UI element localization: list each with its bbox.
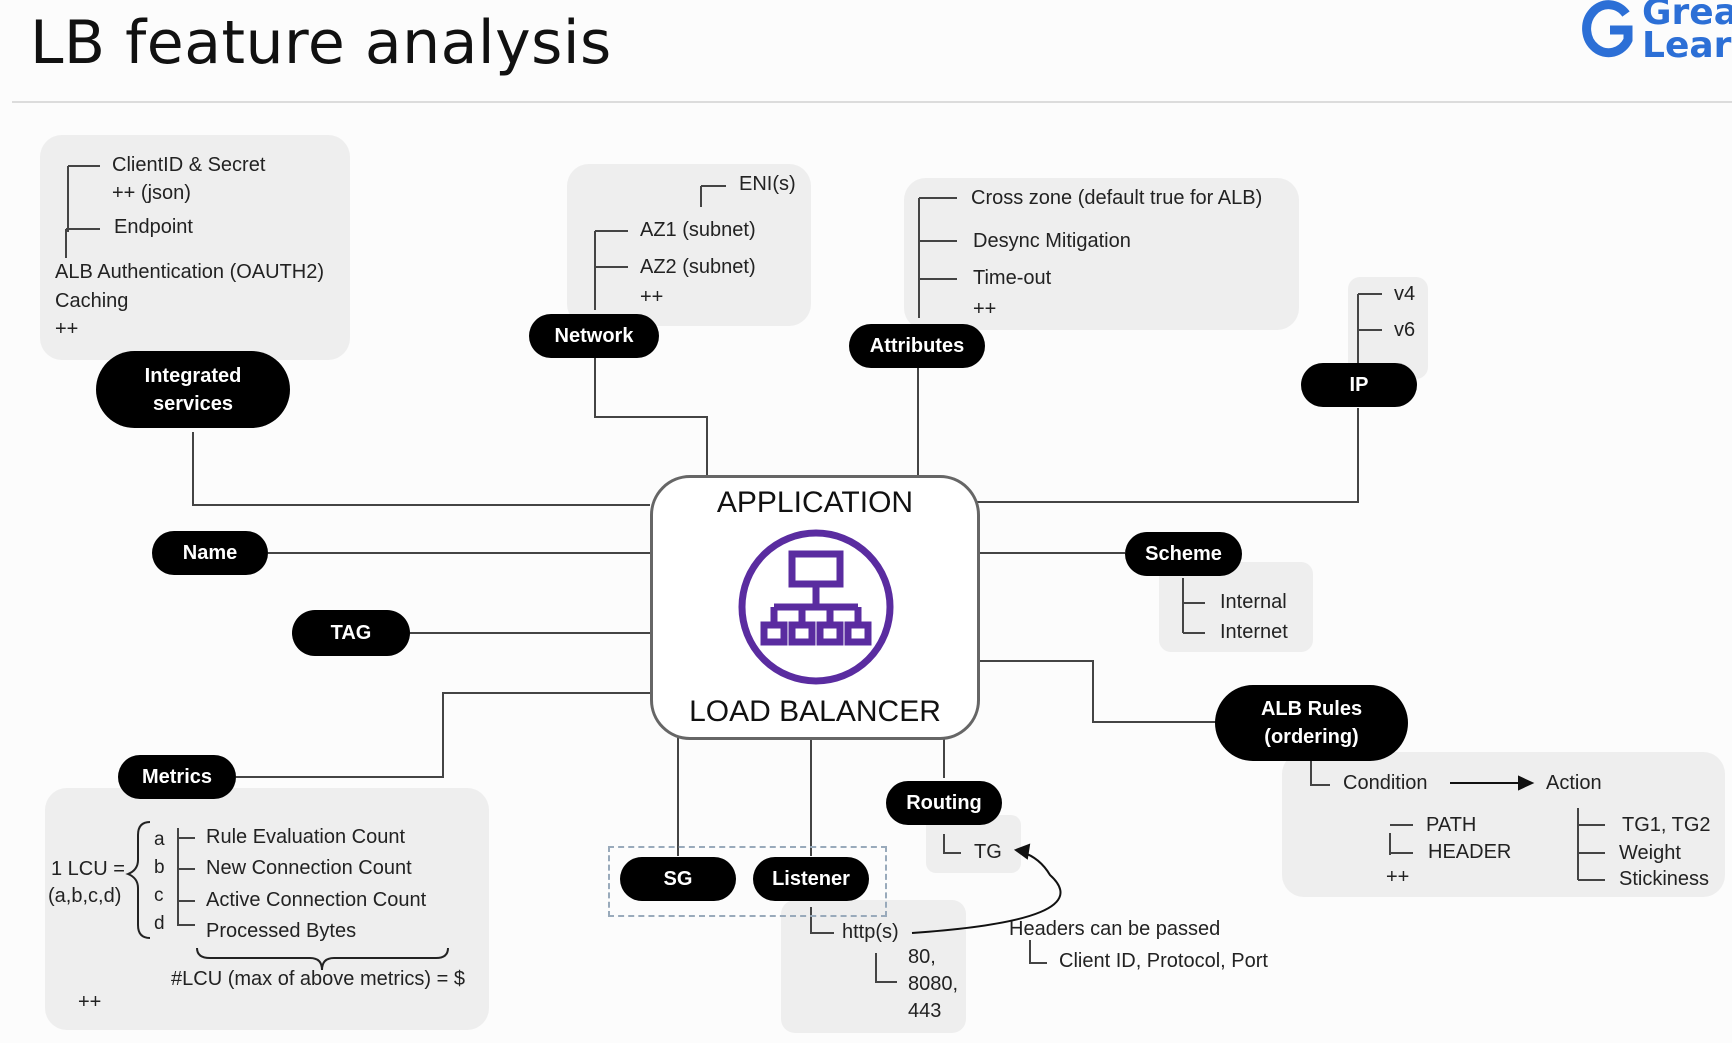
center-top-label: APPLICATION — [716, 486, 914, 519]
network-node: Network — [529, 314, 659, 358]
scheme-node: Scheme — [1125, 532, 1242, 576]
ip-item-v6: v6 — [1394, 319, 1416, 341]
attributes-node: Attributes — [849, 324, 985, 368]
network-panel — [567, 164, 811, 326]
metric-active-connection: Active Connection Count — [206, 889, 427, 911]
headers-note: Headers can be passed — [1009, 918, 1221, 940]
brand-logo: Grea Learn — [1582, 0, 1732, 70]
scheme-panel — [1159, 562, 1313, 652]
load-balancer-icon — [738, 529, 894, 685]
lcu-formula: #LCU (max of above metrics) = $ — [171, 968, 465, 990]
alb-condition-more: ++ — [1386, 866, 1410, 888]
alb-condition-label: Condition — [1343, 772, 1428, 794]
alb-action-weight: Weight — [1619, 842, 1681, 864]
logo-text-line1: Grea — [1642, 0, 1732, 33]
logo-text-line2: Learn — [1642, 25, 1732, 66]
lcu-line2: (a,b,c,d) — [48, 885, 122, 907]
ip-node: IP — [1301, 363, 1417, 407]
metric-letter-a: a — [154, 829, 165, 850]
metric-processed-bytes: Processed Bytes — [206, 920, 357, 942]
application-load-balancer-node: APPLICATION LOAD BALANCER — [650, 475, 980, 740]
title-divider — [12, 101, 1732, 103]
logo-g-icon — [1582, 0, 1633, 58]
name-node: Name — [152, 531, 268, 575]
headers-detail: Client ID, Protocol, Port — [1059, 950, 1268, 972]
attributes-item-cross-zone: Cross zone (default true for ALB) — [971, 187, 1263, 209]
metrics-node: Metrics — [118, 755, 236, 799]
listener-port-443: 443 — [908, 1000, 942, 1022]
integrated-label-line1: Integrated — [144, 364, 242, 387]
listener-protocol: http(s) — [842, 921, 899, 943]
integrated-item-clientid: ClientID & Secret — [112, 154, 266, 176]
alb-action-stickiness: Stickiness — [1619, 868, 1710, 890]
integrated-item-json: ++ (json) — [112, 182, 191, 204]
attributes-item-more: ++ — [973, 298, 997, 320]
integrated-item-alb-auth: ALB Authentication (OAUTH2) — [55, 261, 325, 283]
alb-action-tg: TG1, TG2 — [1622, 814, 1711, 836]
ip-item-v4: v4 — [1394, 283, 1416, 305]
integrated-panel — [40, 135, 350, 360]
listener-port-8080: 8080, — [908, 973, 959, 995]
metric-rule-evaluation: Rule Evaluation Count — [206, 826, 406, 848]
metrics-more: ++ — [78, 991, 102, 1013]
integrated-item-endpoint: Endpoint — [114, 216, 193, 238]
network-item-more: ++ — [640, 286, 664, 308]
alb-rules-panel — [1282, 752, 1725, 897]
metric-letter-d: d — [154, 913, 165, 934]
metric-new-connection: New Connection Count — [206, 857, 412, 879]
integrated-item-more: ++ — [55, 318, 79, 340]
attributes-item-timeout: Time-out — [973, 267, 1052, 289]
alb-action-label: Action — [1546, 772, 1602, 794]
listener-port-80: 80, — [908, 946, 936, 968]
integrated-item-caching: Caching — [55, 290, 129, 312]
integrated-label-line2: services — [152, 392, 234, 415]
alb-rules-label-line1: ALB Rules — [1260, 698, 1363, 720]
tag-node: TAG — [292, 610, 410, 656]
alb-rules-label-line2: (ordering) — [1264, 726, 1359, 748]
alb-rules-node: ALB Rules (ordering) — [1215, 685, 1408, 761]
listener-node: Listener — [753, 857, 869, 901]
network-item-eni: ENI(s) — [739, 173, 796, 195]
sg-listener-group — [608, 846, 887, 917]
metric-letter-b: b — [154, 857, 165, 878]
page-title: LB feature analysis — [30, 8, 612, 78]
routing-tg: TG — [974, 841, 1002, 863]
attributes-panel — [904, 178, 1299, 330]
metrics-panel — [45, 788, 489, 1030]
scheme-item-internet: Internet — [1220, 621, 1288, 643]
alb-condition-path: PATH — [1426, 814, 1477, 836]
scheme-item-internal: Internal — [1220, 591, 1287, 613]
network-item-az2: AZ2 (subnet) — [640, 256, 756, 278]
center-bottom-label: LOAD BALANCER — [689, 695, 941, 728]
attributes-item-desync: Desync Mitigation — [973, 230, 1131, 252]
sg-node: SG — [620, 857, 736, 901]
routing-node: Routing — [886, 781, 1002, 825]
integrated-services-node: Integrated services — [96, 351, 290, 428]
alb-condition-header: HEADER — [1428, 841, 1512, 863]
metric-letter-c: c — [154, 885, 164, 906]
network-item-az1: AZ1 (subnet) — [640, 219, 756, 241]
lcu-line1: 1 LCU = — [51, 858, 125, 880]
